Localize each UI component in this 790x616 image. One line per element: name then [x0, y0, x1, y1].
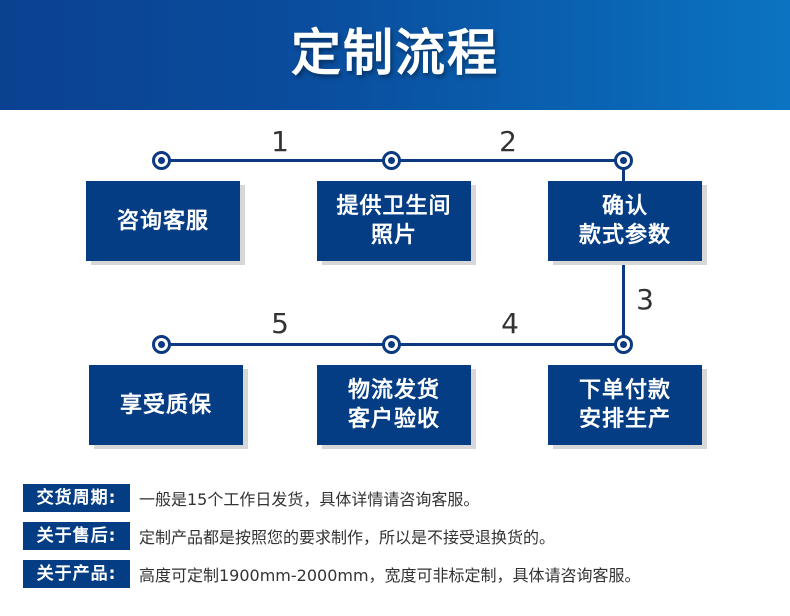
node-icon — [614, 151, 633, 170]
step-label: 款式参数 — [578, 223, 671, 248]
info-text: 定制产品都是按照您的要求制作，所以是不接受退换货的。 — [139, 528, 556, 547]
info-label: 关于产品: — [23, 560, 130, 588]
node-icon — [614, 335, 633, 354]
step-label: 物流发货 — [347, 378, 440, 403]
step-label: 咨询客服 — [116, 208, 209, 234]
info-text: 高度可定制1900mm-2000mm，宽度可非标定制，具体请咨询客服。 — [139, 566, 641, 585]
step-number-4: 4 — [501, 307, 519, 340]
node-icon — [382, 151, 401, 170]
node-icon — [152, 335, 171, 354]
info-label: 关于售后: — [23, 522, 130, 550]
info-row-delivery: 交货周期: 一般是15个工作日发货，具体详情请咨询客服。 — [23, 484, 479, 512]
info-row-after-sales: 关于售后: 定制产品都是按照您的要求制作，所以是不接受退换货的。 — [23, 522, 555, 550]
step-label: 客户验收 — [347, 407, 440, 432]
step-label: 照片 — [370, 223, 417, 248]
step-box-warranty: 享受质保 — [89, 365, 243, 445]
info-text: 一般是15个工作日发货，具体详情请咨询客服。 — [139, 490, 480, 509]
step-box-consult: 咨询客服 — [86, 181, 240, 261]
step-label: 享受质保 — [119, 392, 212, 418]
step-label: 安排生产 — [578, 407, 671, 432]
info-label: 交货周期: — [23, 484, 130, 512]
node-icon — [382, 335, 401, 354]
step-box-production: 下单付款 安排生产 — [548, 365, 702, 445]
info-row-product: 关于产品: 高度可定制1900mm-2000mm，宽度可非标定制，具体请咨询客服… — [23, 560, 641, 588]
node-icon — [152, 151, 171, 170]
step-box-delivery: 物流发货 客户验收 — [317, 365, 471, 445]
step-label: 确认 — [601, 194, 648, 219]
step-number-1: 1 — [271, 125, 289, 158]
step-label: 下单付款 — [578, 378, 671, 403]
step-number-2: 2 — [499, 125, 517, 158]
header-banner: 定制流程 — [0, 0, 790, 110]
page-title: 定制流程 — [291, 24, 499, 82]
step-number-3: 3 — [636, 283, 654, 316]
step-label: 提供卫生间 — [336, 194, 452, 219]
step-box-confirm: 确认 款式参数 — [548, 181, 702, 261]
step-box-photos: 提供卫生间 照片 — [317, 181, 471, 261]
step-number-5: 5 — [271, 307, 289, 340]
